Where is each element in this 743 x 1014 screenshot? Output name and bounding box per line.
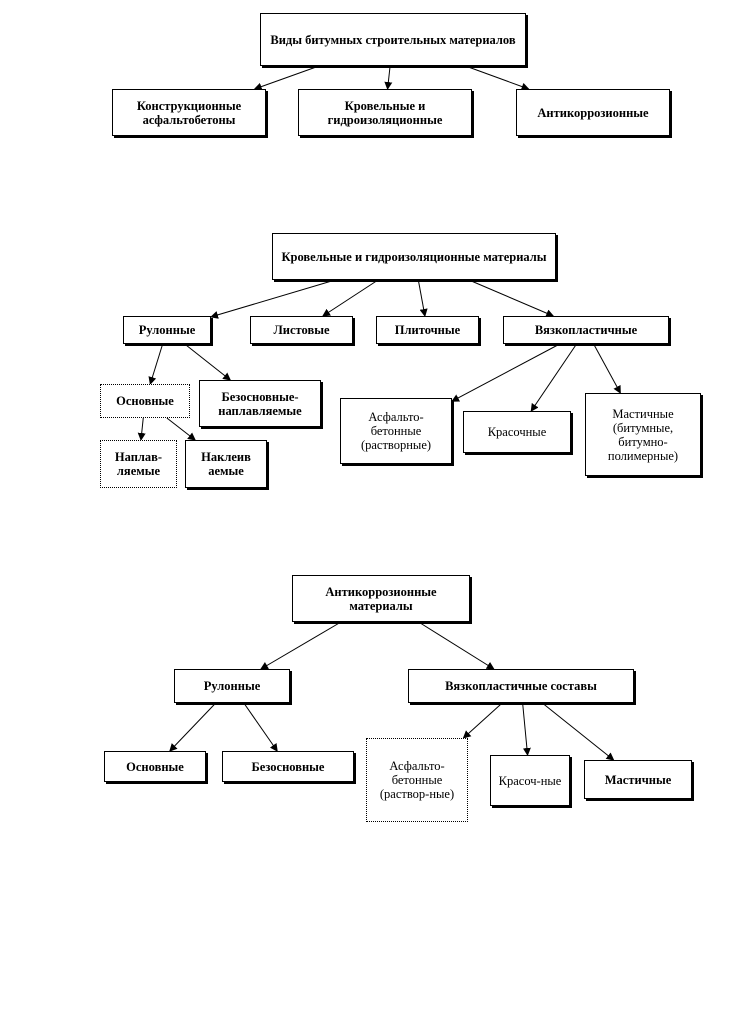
connector-arrow [253,65,320,91]
diagram1-root-node: Виды битумных строительных материалов [260,13,526,66]
connector-arrow [522,702,531,756]
connector-arrow [148,343,164,385]
connector-arrow [169,702,217,752]
node-label: Антикоррозионные [537,105,649,120]
node-roll-materials: Рулонные [174,669,290,703]
node-label: Мастичные [604,772,672,787]
node-viscoplastic-compositions: Вязкопластичные составы [408,669,634,703]
connector-arrow [541,702,615,761]
node-label: Рулонные [203,679,261,693]
node-asphalt-concrete: Асфальто-бетонные (раствор-ные) [366,738,468,822]
node-label: Основные [126,759,184,774]
connector-arrow [530,343,577,412]
connector-arrow [210,279,336,319]
connector-arrow [418,621,495,670]
node-baseless-rolls: Безосновные [222,751,354,782]
connector-arrow [243,702,278,752]
node-roofing-waterproofing: Кровельные и гидроизоляционные [298,89,472,136]
node-label: Антикоррозионные материалы [325,584,437,613]
node-viscoplastic: Вязкопластичные [503,316,669,344]
node-label: Плиточные [394,323,461,337]
node-anticorrosion: Антикоррозионные [516,89,670,136]
node-tile-materials: Плиточные [376,316,479,344]
node-label: Асфальто-бетонные (раствор-ные) [379,759,455,801]
connector-arrow [322,279,379,317]
node-fusible: Наплав-ляемые [100,440,177,488]
node-base-rolls: Основные [104,751,206,782]
node-glued: Наклеив аемые [185,440,267,488]
node-label: Кровельные и гидроизоляционные материалы [281,249,547,264]
node-label: Рулонные [138,323,196,337]
connector-arrow [593,343,621,394]
connector-arrow [417,279,428,317]
node-baseless-fusible: Безосновные-наплавляемые [199,380,321,427]
node-mastic: Мастичные (битумные, битумно-полимерные) [585,393,701,476]
connector-arrow [260,621,342,670]
node-label: Вязкопластичные составы [445,679,597,693]
node-label: Кровельные и гидроизоляционные [327,98,443,127]
node-label: Красочные [487,425,547,439]
node-structural-asphalt: Конструкционные асфальтобетоны [112,89,266,136]
node-label: Виды битумных строительных материалов [270,32,516,47]
connector-arrow [462,702,503,739]
connector-arrow [137,417,146,441]
node-roll-materials: Рулонные [123,316,211,344]
node-paint: Красоч-ные [490,755,570,806]
node-label: Безосновные-наплавляемые [218,389,302,418]
connector-arrow [384,65,393,90]
node-label: Листовые [273,323,330,337]
connector-arrow [166,417,196,441]
diagram2-root-node: Кровельные и гидроизоляционные материалы [272,233,556,280]
node-label: Красоч-ные [498,773,562,788]
node-paint: Красочные [463,411,571,453]
node-asphalt-concrete: Асфальто-бетонные (растворные) [340,398,452,464]
connector-arrow [465,65,530,91]
diagram3-root-node: Антикоррозионные материалы [292,575,470,622]
node-label: Наклеив аемые [201,450,251,478]
node-label: Наплав-ляемые [114,450,163,478]
connector-arrow [451,343,560,402]
node-label: Основные [116,394,174,408]
node-label: Асфальто-бетонные (растворные) [360,410,432,452]
connector-arrow [184,343,232,381]
node-label: Конструкционные асфальтобетоны [136,98,242,127]
connector-arrow [468,279,555,317]
node-label: Безосновные [251,759,325,774]
node-sheet-materials: Листовые [250,316,353,344]
node-label: Вязкопластичные [534,323,638,337]
node-mastic: Мастичные [584,760,692,799]
node-base-rolls: Основные [100,384,190,418]
node-label: Мастичные (битумные, битумно-полимерные) [607,406,679,463]
